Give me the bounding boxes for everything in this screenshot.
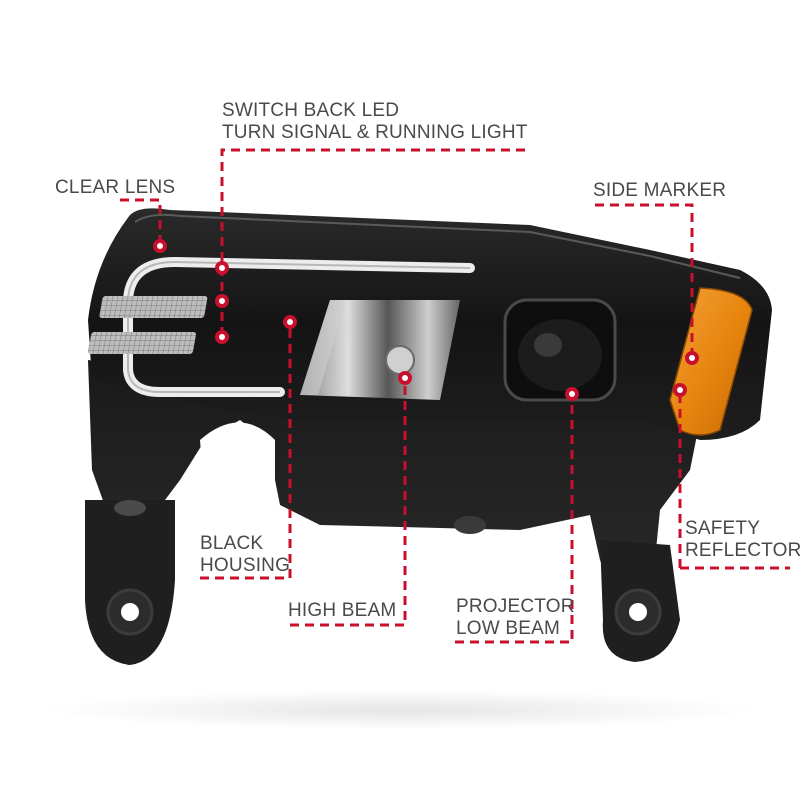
label-line: TURN SIGNAL & RUNNING LIGHT <box>222 122 528 143</box>
left-mount-tab <box>85 500 175 665</box>
label-line: SIDE MARKER <box>593 180 727 201</box>
label-line: HIGH BEAM <box>288 600 397 621</box>
label-line: PROJECTOR <box>456 596 575 617</box>
label-line: LOW BEAM <box>456 618 561 639</box>
leader-projector <box>455 394 574 644</box>
leader-safety-reflector <box>678 390 790 570</box>
black-housing-shape <box>88 360 700 610</box>
high-beam-reflector <box>300 300 460 400</box>
led-strip-upper <box>99 296 208 318</box>
label-line: HOUSING <box>200 555 291 576</box>
dot-projector <box>565 387 579 401</box>
label-line: BLACK <box>200 533 264 554</box>
floor-shadow <box>40 690 760 730</box>
label-safety-reflector: SAFETY REFLECTOR <box>685 518 800 562</box>
label-switchback-led: SWITCH BACK LED TURN SIGNAL & RUNNING LI… <box>222 100 528 144</box>
label-black-housing: BLACK HOUSING <box>200 533 290 577</box>
dot-switchback-1 <box>215 261 229 275</box>
label-high-beam: HIGH BEAM <box>288 600 396 622</box>
leader-black-housing <box>200 322 292 580</box>
label-line: SAFETY <box>685 518 761 539</box>
dot-switchback-3 <box>215 330 229 344</box>
label-line: CLEAR LENS <box>55 177 176 198</box>
leader-high-beam <box>290 378 407 627</box>
leader-clear-lens <box>120 198 162 246</box>
leader-switchback <box>220 148 525 335</box>
dot-switchback-2 <box>215 294 229 308</box>
dot-high-beam <box>398 371 412 385</box>
label-side-marker: SIDE MARKER <box>593 180 726 202</box>
dot-side-marker <box>685 351 699 365</box>
dot-clear-lens <box>153 239 167 253</box>
label-projector-low-beam: PROJECTOR LOW BEAM <box>456 596 575 640</box>
dot-safety-reflector <box>673 383 687 397</box>
dot-black-housing <box>283 315 297 329</box>
label-line: SWITCH BACK LED <box>222 100 400 121</box>
label-line: REFLECTOR <box>685 540 800 561</box>
label-clear-lens: CLEAR LENS <box>55 177 175 199</box>
led-strip-lower <box>88 332 196 354</box>
leader-side-marker <box>595 203 694 358</box>
